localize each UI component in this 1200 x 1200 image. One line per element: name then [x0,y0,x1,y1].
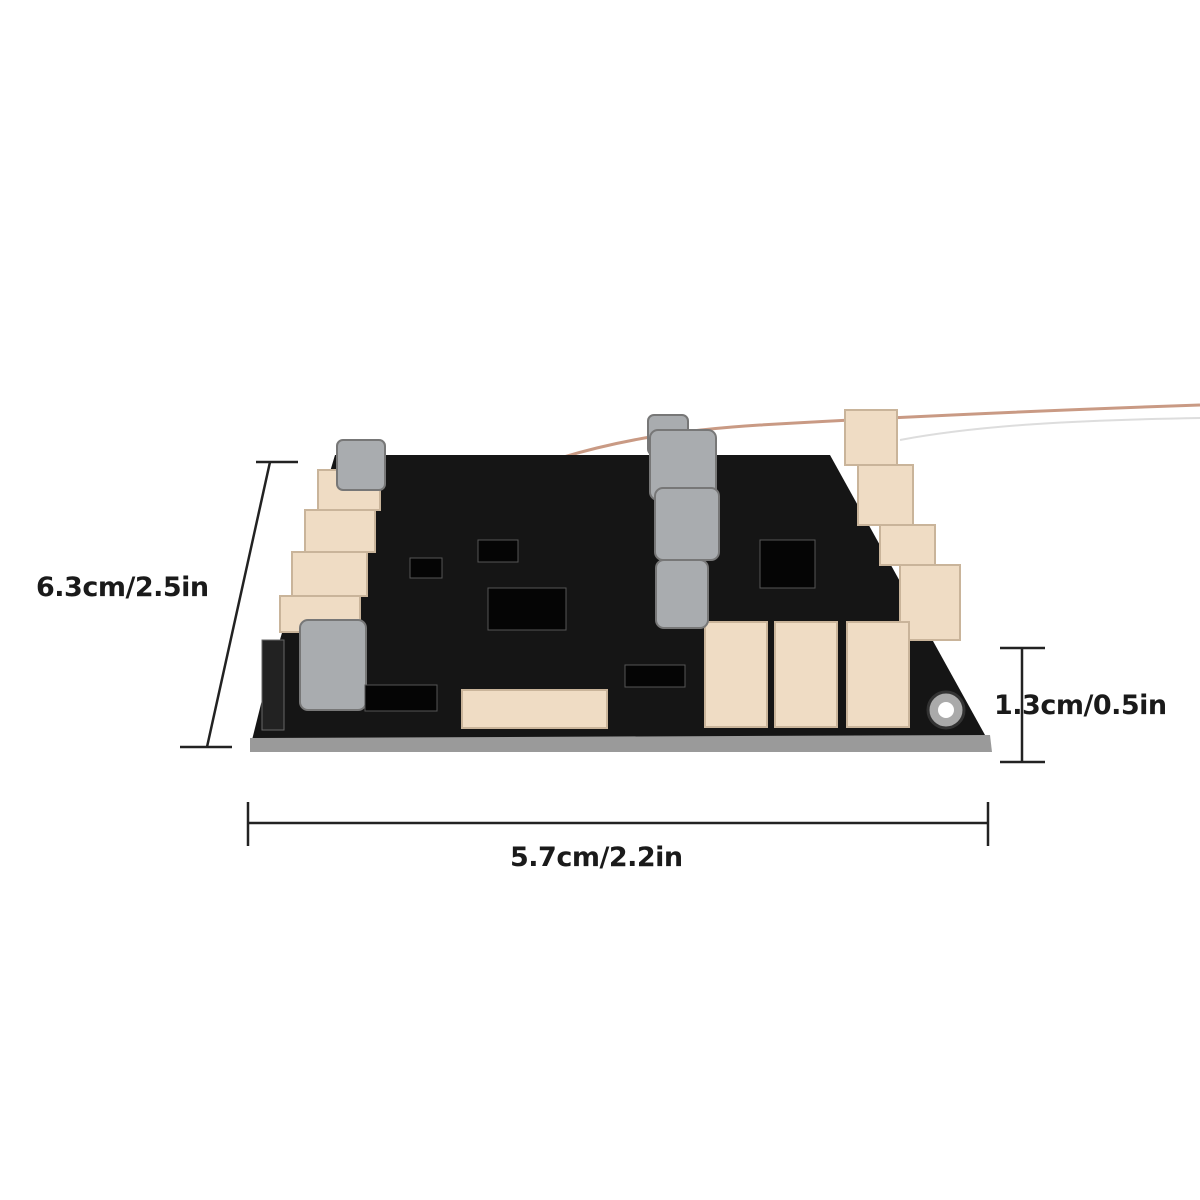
pcb-board-edge [250,735,992,752]
length-dimension-line [205,461,272,748]
antenna-wire [559,403,1200,460]
pin-header [261,639,285,731]
front-connectors [461,621,910,729]
height-dimension-label: 1.3cm/0.5in [994,690,1167,721]
dimension-lines [180,460,1045,846]
mounting-hole-inner [938,702,954,718]
chips [364,539,816,712]
antenna-wire-white [899,417,1200,441]
capacitors [299,414,720,711]
width-dimension-label: 5.7cm/2.2in [510,842,683,873]
length-dimension-label: 6.3cm/2.5in [36,572,209,603]
